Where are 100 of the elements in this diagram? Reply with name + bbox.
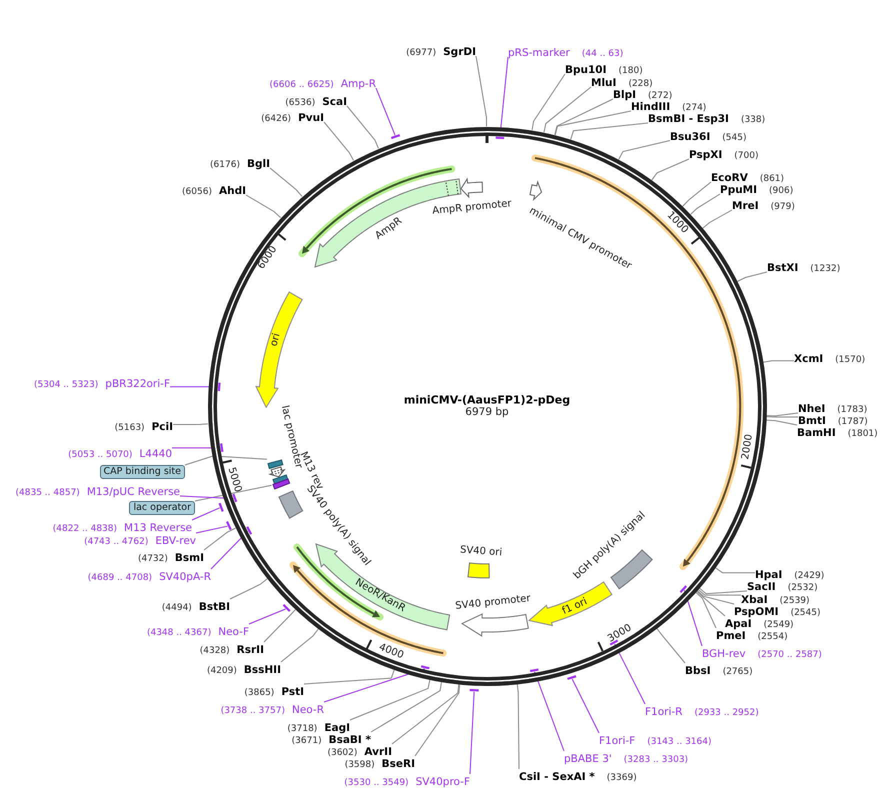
plasmid-name: miniCMV-(AausFP1)2-pDeg — [404, 394, 570, 406]
enzyme-name: AvrII — [364, 746, 392, 758]
cut-site-position: (272) — [648, 91, 672, 101]
leader-line — [554, 110, 632, 136]
leader-line — [376, 88, 396, 136]
enzyme-name: HindIII — [631, 101, 670, 113]
enzyme-name: NheI — [798, 403, 826, 415]
primer-name: Neo-F — [218, 626, 249, 638]
enzyme-name: XcmI — [794, 353, 824, 365]
enzyme-name: PpuMI — [720, 184, 758, 196]
enzyme-name: CsiI - SexAI * — [519, 771, 595, 783]
plasmid-size: 6979 bp — [465, 406, 509, 418]
leader-line — [516, 683, 520, 770]
enzyme-name: SgrDI — [443, 46, 476, 58]
cut-site-position: (906) — [769, 186, 794, 196]
enzyme-name: BmtI — [798, 415, 826, 427]
leader-line — [614, 643, 646, 704]
cut-site-position: (700) — [734, 151, 758, 161]
cut-site-position: (1801) — [848, 429, 878, 439]
enzyme-name: SacII — [747, 581, 776, 593]
cut-site-position: (4209) — [206, 666, 237, 676]
cut-site-position: (979) — [770, 202, 795, 212]
feature-label: SV40 promoter — [454, 593, 532, 613]
leader-line — [324, 122, 354, 161]
primer-name: SV40pro-F — [416, 776, 470, 788]
leader-line — [696, 590, 726, 616]
primer-position: (4822 .. 4838) — [52, 524, 118, 534]
primer-name: pBABE 3' — [564, 753, 612, 765]
enzyme-name: BglI — [246, 158, 270, 170]
leader-line — [204, 528, 236, 550]
leader-line — [248, 608, 286, 624]
leader-line — [270, 168, 303, 197]
primer-name: pRS-marker — [508, 47, 570, 59]
primer-position: (2933 .. 2952) — [694, 708, 759, 718]
leader-line — [695, 592, 716, 628]
leader-line — [682, 182, 712, 207]
feature-tag: CAP binding site — [100, 465, 185, 479]
leader-line — [470, 691, 475, 774]
cut-site-position: (3602) — [327, 748, 358, 758]
leader-line — [532, 74, 566, 131]
primer-name: L4440 — [139, 448, 172, 460]
primer-name: F1ori-F — [599, 735, 636, 747]
feature-mark — [272, 478, 290, 490]
enzyme-name: MreI — [732, 200, 759, 212]
leader-line — [414, 684, 460, 756]
primer-position: (5304 .. 5323) — [34, 380, 98, 390]
leader-line — [714, 567, 756, 574]
enzyme-name: ApaI — [725, 618, 752, 630]
feature-label: SV40 ori — [460, 544, 502, 560]
leader-line — [618, 140, 670, 160]
primer-name: BGH-rev — [702, 648, 746, 660]
tick-label: 4000 — [377, 642, 406, 662]
leader-line — [246, 194, 282, 218]
feature-box — [267, 459, 284, 470]
primer-position: (4348 .. 4367) — [146, 628, 212, 638]
enzyme-name: Bpu10I — [565, 64, 607, 76]
cut-site-position: (6056) — [182, 187, 212, 197]
leader-line — [651, 158, 690, 181]
enzyme-name: EcoRV — [711, 172, 748, 184]
cut-site-position: (1570) — [835, 355, 866, 365]
primer-position: (3530 .. 3549) — [344, 778, 409, 788]
enzyme-name: BbsI — [685, 665, 711, 677]
feature-label: ori — [268, 332, 284, 348]
cut-site-position: (2532) — [788, 583, 818, 593]
primer-position: (44 .. 63) — [582, 49, 624, 59]
leader-line — [696, 590, 734, 604]
cut-site-position: (1783) — [837, 405, 868, 415]
enzyme-name: BsmBI - Esp3I — [648, 113, 729, 125]
leader-line — [570, 122, 648, 140]
leader-line — [264, 609, 296, 642]
enzyme-name: MluI — [591, 77, 616, 89]
feature-tag: lac operator — [129, 501, 195, 515]
cut-site-position: (6426) — [261, 114, 292, 124]
tick-label: 2000 — [740, 433, 756, 460]
leader-line — [656, 628, 686, 664]
enzyme-name: BstXI — [767, 262, 798, 274]
leader-line — [370, 681, 442, 732]
cut-site-position: (2765) — [722, 667, 753, 677]
primer-position: (4689 .. 4708) — [88, 573, 152, 583]
enzyme-name: XbaI — [741, 594, 768, 606]
leader-line — [543, 86, 592, 133]
primer-name: M13/pUC Reverse — [86, 486, 180, 498]
cut-site-position: (3718) — [287, 724, 318, 734]
primer-mark — [470, 688, 479, 692]
leader-line — [230, 578, 268, 600]
enzyme-name: BstBI — [198, 601, 230, 613]
enzyme-name: PstI — [281, 686, 304, 698]
cut-site-position: (2429) — [794, 571, 824, 581]
enzyme-name: PvuI — [298, 112, 324, 124]
cut-site-position: (2549) — [764, 620, 794, 630]
leader-line — [196, 526, 228, 534]
leader-line — [192, 507, 220, 520]
feature-label: AmpR promoter — [432, 198, 512, 218]
cut-site-position: (1787) — [838, 417, 868, 427]
primer-name: EBV-rev — [155, 535, 196, 547]
enzyme-name: BlpI — [613, 89, 636, 101]
primer-position: (6606 .. 6625) — [270, 80, 334, 90]
enzyme-name: BsmI — [174, 552, 204, 564]
cut-site-position: (4328) — [200, 646, 230, 656]
cut-site-position: (274) — [682, 103, 706, 113]
